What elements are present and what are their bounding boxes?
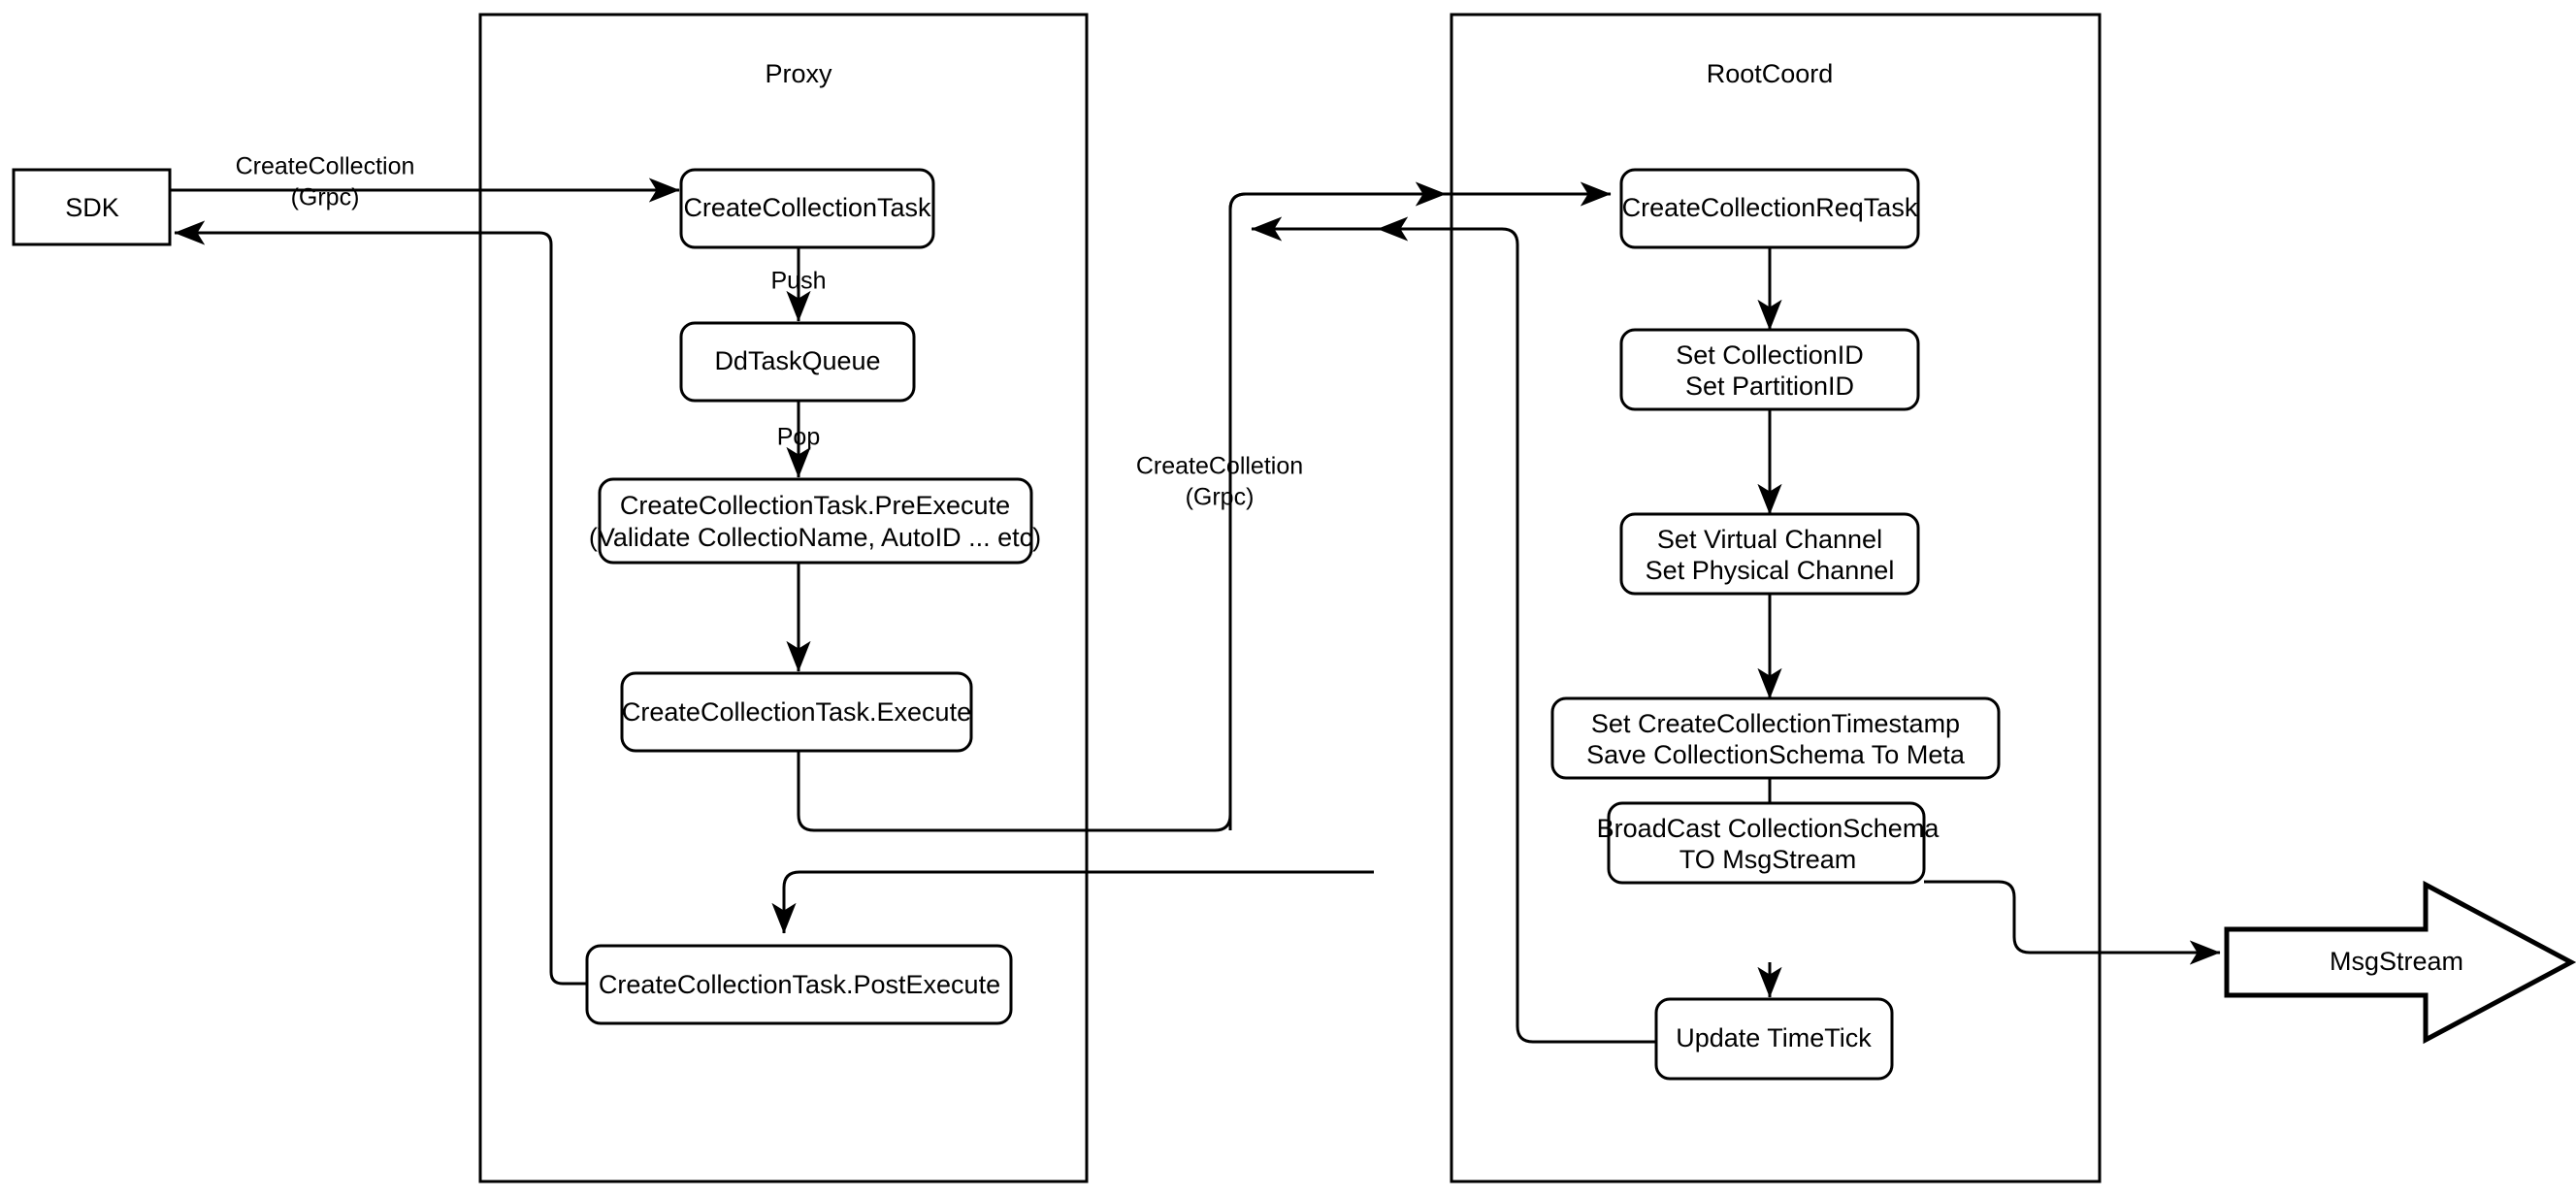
rootcoord-container-title: RootCoord	[1707, 59, 1834, 88]
node-create-collection-req-task-label: CreateCollectionReqTask	[1622, 193, 1918, 222]
node-msgstream[interactable]: MsgStream	[2224, 880, 2576, 1045]
node-set-channels[interactable]: Set Virtual Channel Set Physical Channel	[1619, 512, 1920, 596]
node-post-execute[interactable]: CreateCollectionTask.PostExecute	[585, 944, 1013, 1025]
node-set-channels-label-line1: Set Virtual Channel	[1657, 525, 1882, 554]
edge-label-create-colletion-line2: (Grpc)	[1186, 484, 1255, 511]
edge-label-create-collection-grpc: CreateCollection (Grpc)	[236, 153, 415, 211]
node-set-timestamp[interactable]: Set CreateCollectionTimestamp Save Colle…	[1550, 696, 2001, 780]
node-execute-label: CreateCollectionTask.Execute	[622, 697, 971, 727]
proxy-container-title: Proxy	[765, 59, 832, 88]
node-dd-task-queue-rect[interactable]	[679, 321, 916, 403]
node-set-timestamp-rect[interactable]	[1550, 696, 2001, 780]
node-update-timetick-rect[interactable]	[1654, 997, 1894, 1081]
edge-label-push: Push	[771, 268, 827, 295]
node-pre-execute-label-line2: (Validate CollectioName, AutoID ... etc)	[589, 523, 1041, 552]
node-set-channels-label-line2: Set Physical Channel	[1646, 556, 1895, 585]
edge-label-pop: Pop	[777, 424, 820, 451]
node-msgstream-label: MsgStream	[2330, 947, 2463, 976]
node-post-execute-label: CreateCollectionTask.PostExecute	[599, 970, 1000, 999]
node-create-collection-req-task-rect[interactable]	[1619, 168, 1920, 249]
node-execute-rect[interactable]	[620, 671, 973, 753]
edge-update-timetick-to-proxy	[1377, 216, 1656, 1044]
node-pre-execute-label-line1: CreateCollectionTask.PreExecute	[620, 491, 1010, 520]
node-pre-execute-rect[interactable]	[598, 477, 1033, 565]
node-dd-task-queue[interactable]: DdTaskQueue	[679, 321, 916, 403]
node-dd-task-queue-label: DdTaskQueue	[714, 346, 880, 375]
node-post-execute-rect[interactable]	[585, 944, 1013, 1025]
node-set-timestamp-label-line1: Set CreateCollectionTimestamp	[1591, 709, 1960, 738]
node-update-timetick[interactable]: Update TimeTick	[1654, 997, 1894, 1081]
node-set-channels-rect[interactable]	[1619, 512, 1920, 596]
node-broadcast-rect[interactable]	[1607, 801, 1926, 885]
node-broadcast[interactable]: BroadCast CollectionSchema TO MsgStream	[1597, 801, 1940, 885]
edge-post-execute-to-sdk	[174, 220, 587, 986]
node-set-ids-rect[interactable]	[1619, 328, 1920, 411]
node-sdk-label: SDK	[65, 193, 119, 222]
edge-label-create-collection-line1: CreateCollection	[236, 153, 415, 180]
node-update-timetick-label: Update TimeTick	[1676, 1023, 1872, 1052]
node-broadcast-label-line1: BroadCast CollectionSchema	[1597, 814, 1940, 843]
node-set-timestamp-label-line2: Save CollectionSchema To Meta	[1586, 740, 1966, 769]
node-create-collection-task-rect[interactable]	[679, 168, 935, 249]
node-msgstream-arrow-shape[interactable]	[2224, 880, 2576, 1045]
node-pre-execute[interactable]: CreateCollectionTask.PreExecute (Validat…	[589, 477, 1041, 565]
node-set-ids-label-line2: Set PartitionID	[1685, 372, 1854, 401]
edge-label-create-colletion-line1: CreateColletion	[1136, 453, 1303, 480]
node-execute[interactable]: CreateCollectionTask.Execute	[620, 671, 973, 753]
edge-label-create-collection-line2: (Grpc)	[291, 184, 360, 211]
node-broadcast-label-line2: TO MsgStream	[1679, 845, 1857, 874]
node-create-collection-task-label: CreateCollectionTask	[683, 193, 931, 222]
edge-grpc-request-channel	[1228, 181, 1612, 830]
edge-label-create-colletion-grpc: CreateColletion (Grpc)	[1136, 453, 1303, 511]
node-create-collection-task[interactable]: CreateCollectionTask	[679, 168, 935, 249]
node-set-ids-label-line1: Set CollectionID	[1676, 340, 1864, 370]
node-create-collection-req-task[interactable]: CreateCollectionReqTask	[1619, 168, 1920, 249]
node-set-ids[interactable]: Set CollectionID Set PartitionID	[1619, 328, 1920, 411]
edge-reply-to-post-execute	[771, 870, 1374, 934]
edge-broadcast-to-msgstream	[1924, 880, 2221, 965]
node-sdk-rect[interactable]	[12, 168, 172, 246]
node-sdk[interactable]: SDK	[12, 168, 172, 246]
